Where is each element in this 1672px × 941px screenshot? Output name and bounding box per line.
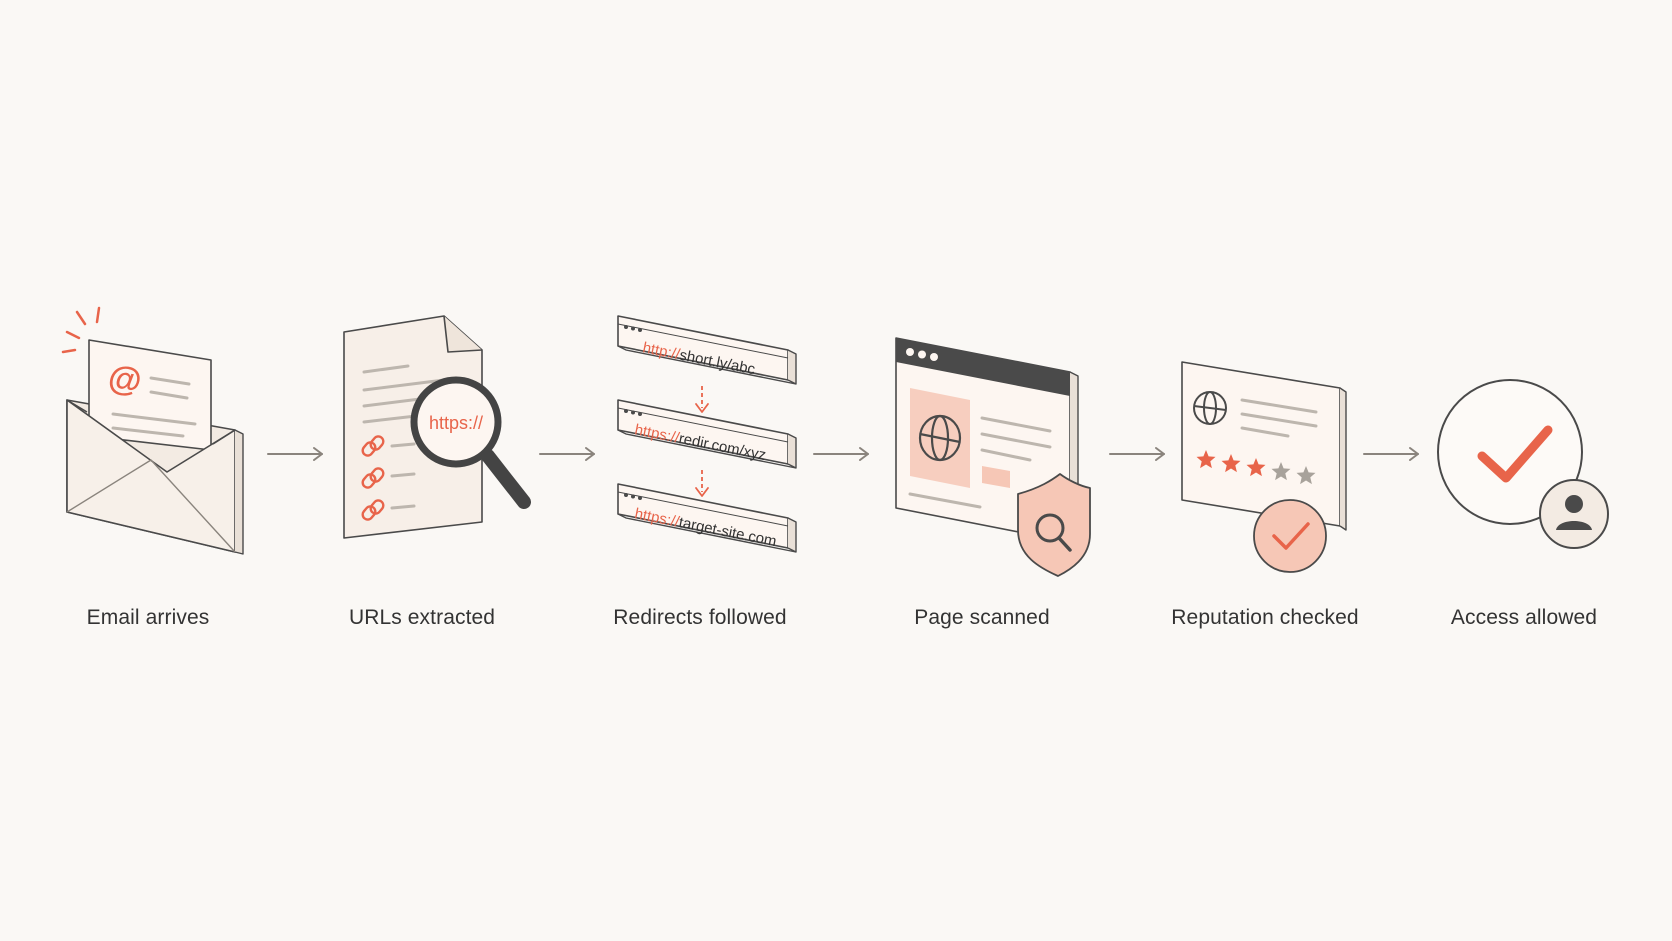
step-label-redirects-followed: Redirects followed [613, 606, 787, 629]
star-filled-icon [1221, 454, 1241, 473]
document-magnifier-icon: https:// [343, 315, 531, 539]
step-label-email-arrives: Email arrives [86, 606, 210, 629]
check-user-icon [1437, 379, 1609, 549]
flow-arrow [539, 447, 595, 461]
star-empty-icon [1296, 466, 1316, 485]
url-bar: http://short.ly/abc [617, 315, 797, 385]
url-bar: https://redir.com/xyz [617, 399, 797, 469]
step-label-reputation-checked: Reputation checked [1171, 606, 1359, 629]
user-avatar-icon [1539, 479, 1609, 549]
check-badge-icon [1253, 499, 1327, 573]
magnifier-text: https:// [429, 413, 483, 433]
link-icon [361, 435, 385, 521]
step-label-access-allowed: Access allowed [1450, 606, 1598, 629]
browser-shield-icon [895, 337, 1091, 577]
globe-icon [918, 414, 962, 462]
star-filled-icon [1246, 458, 1266, 477]
shield-icon [1017, 473, 1091, 577]
star-empty-icon [1271, 462, 1291, 481]
step-label-page-scanned: Page scanned [914, 606, 1050, 629]
envelope-icon: @ [61, 306, 244, 555]
flow-arrow [1109, 447, 1165, 461]
flow-arrow [813, 447, 869, 461]
url-bar: https://target-site.com [617, 483, 797, 553]
star-filled-icon [1196, 450, 1216, 469]
svg-text:@: @ [106, 358, 144, 400]
redirect-chain-icon: http://short.ly/abc https://redir.com/xy… [617, 315, 797, 553]
reputation-card-icon [1181, 361, 1347, 573]
flow-arrow [1363, 447, 1419, 461]
globe-icon [1193, 391, 1227, 425]
step-label-urls-extracted: URLs extracted [348, 606, 496, 629]
rating-stars [1196, 450, 1316, 485]
flow-arrow [267, 447, 323, 461]
checkmark-icon [1477, 425, 1553, 483]
